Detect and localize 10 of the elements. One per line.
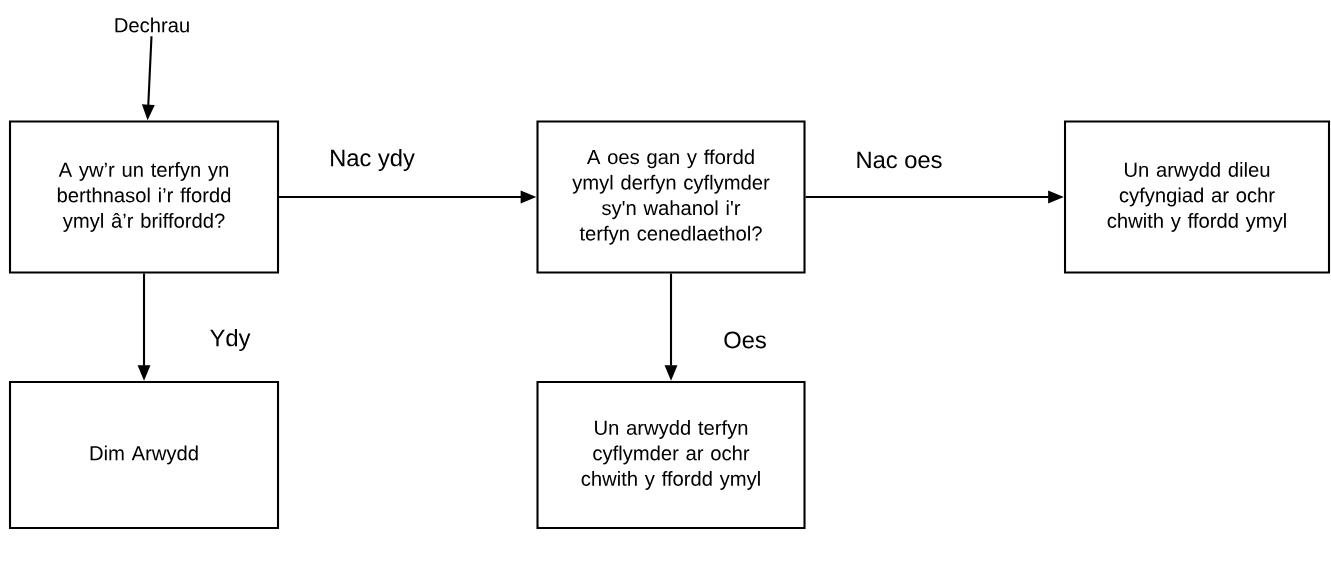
process-box: Dim Arwydd xyxy=(8,380,280,530)
process-box: Un arwydd dileu cyfyngiad ar ochr chwith y ffordd ymyl xyxy=(1063,120,1331,274)
process-box: A oes gan y ffordd ymyl derfyn cyflymder sy'n wahanol i'r terfyn cenedlaethol? xyxy=(536,120,806,274)
edge-label: Nac ydy xyxy=(327,147,417,173)
start-label: Dechrau xyxy=(115,17,189,33)
edge-label: Nac oes xyxy=(853,149,945,171)
process-box: Un arwydd terfyn cyflymder ar ochr chwith y ffordd ymyl xyxy=(536,380,806,530)
edge-label: Oes xyxy=(721,329,769,351)
edge-label: Ydy xyxy=(207,327,253,353)
process-box: A yw’r un terfyn yn berthnasol i’r ffordd ymyl â’r briffordd? xyxy=(8,120,280,274)
